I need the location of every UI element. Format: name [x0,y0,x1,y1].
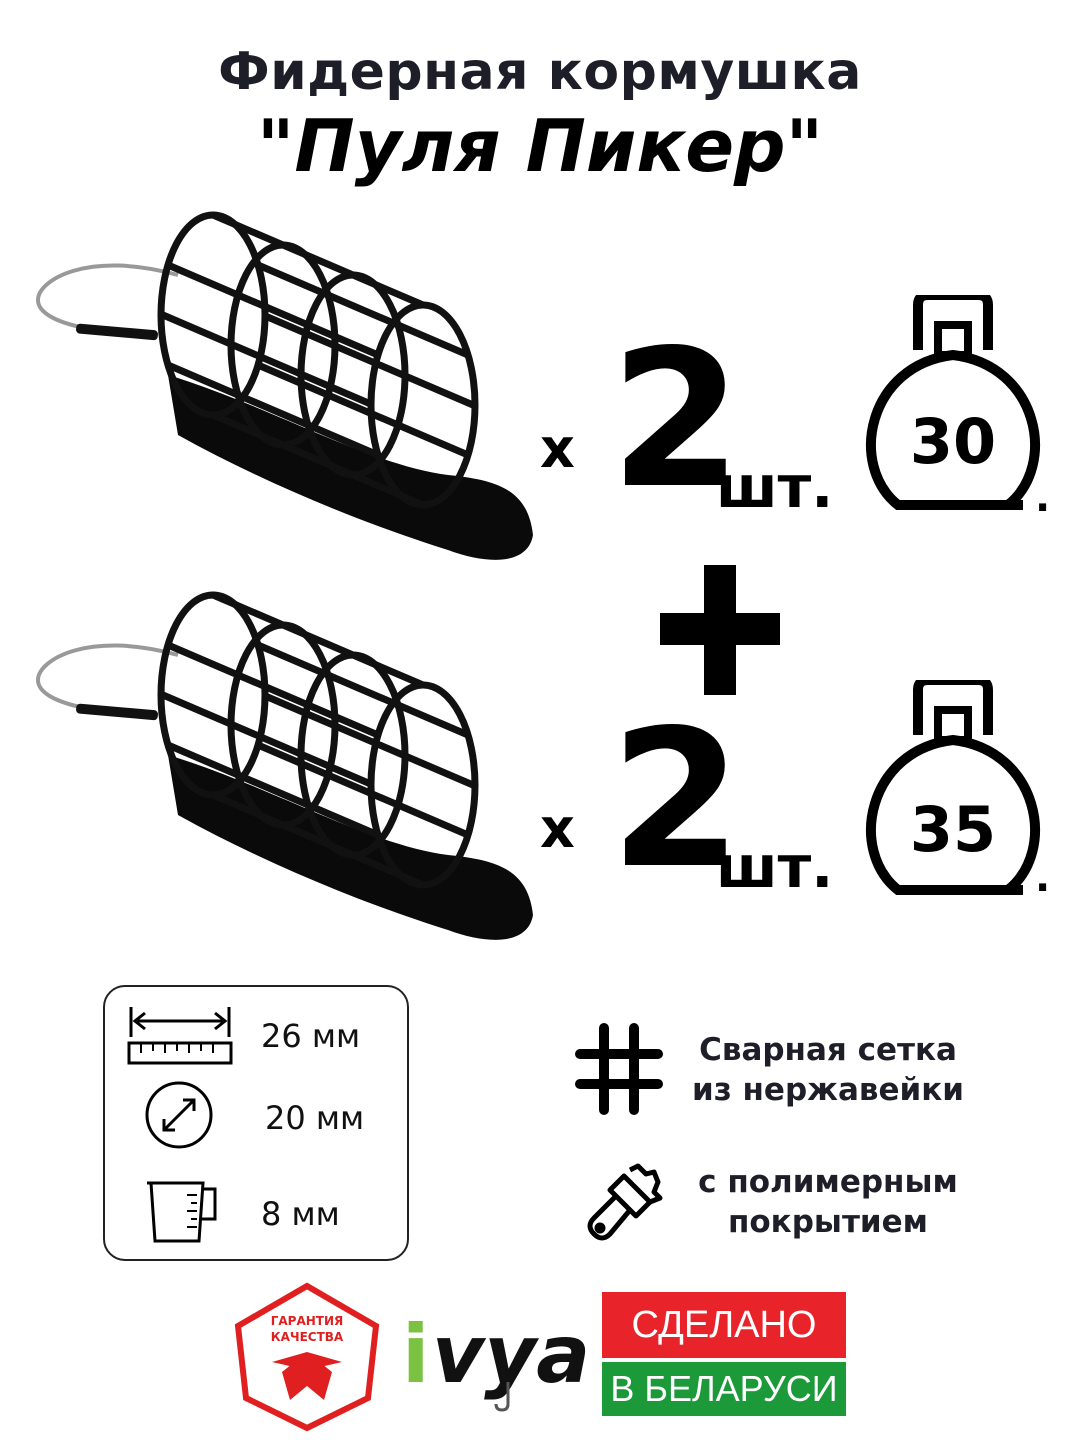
feeder-image-top [35,211,533,560]
grid-hash-icon [575,1023,663,1115]
unit-label: шт. [716,453,834,521]
ivya-logo: i vya [402,1308,590,1412]
quality-line-2: КАЧЕСТВА [270,1330,344,1344]
dot: . [1035,475,1051,521]
count-number: 2 [610,689,743,910]
multiplier-x: x [540,417,575,480]
length-value: 26 мм [261,1017,361,1055]
quality-line-1: ГАРАНТИЯ [270,1314,344,1328]
feature-mesh-line-2: из нержавейки [691,1072,965,1108]
title-line-1: Фидерная кормушка [218,42,862,102]
brand-logo: i vya [398,1292,598,1412]
feature-mesh-line-1: Сварная сетка [699,1032,957,1068]
kettlebell-icon [866,680,1040,895]
kettlebell-icon [866,295,1040,510]
svg-text:i: i [402,1308,429,1401]
diameter-value: 20 мм [265,1099,365,1137]
made-in-belarus-badge: СДЕЛАНО В БЕЛАРУСИ [602,1292,846,1416]
offer-row-30: x 2 шт. 30 . [540,295,1060,530]
made-in-line-1: СДЕЛАНО [602,1292,846,1358]
measuring-cup-icon [147,1181,217,1243]
feature-coating-line-2: покрытием [727,1204,929,1240]
weight-value: 30 [909,405,997,478]
feature-coating: с полимерным покрытием [668,1162,988,1242]
offer-row-35: x 2 шт. 35 . [540,680,1060,910]
ruler-icon [127,1007,233,1065]
feeder-image-bottom [35,591,533,940]
multiplier-x: x [540,797,575,860]
unit-label: шт. [716,833,834,901]
svg-text:vya: vya [432,1308,590,1401]
plus-icon [660,565,780,695]
count-number: 2 [610,309,743,530]
volume-value: 8 мм [261,1195,340,1233]
feature-mesh: Сварная сетка из нержавейки [668,1030,988,1110]
diameter-icon [145,1081,213,1149]
dot: . [1035,855,1051,901]
made-in-line-2: В БЕЛАРУСИ [602,1362,846,1416]
paint-brush-icon [587,1163,663,1241]
weight-value: 35 [909,793,997,866]
feature-coating-line-1: с полимерным [698,1164,958,1200]
title-line-2: "Пуля Пикер" [256,104,824,188]
quality-badge: ГАРАНТИЯ КАЧЕСТВА [232,1282,382,1432]
quality-shield-icon [234,1282,380,1432]
specs-box: 26 мм 20 мм 8 мм [103,985,409,1261]
